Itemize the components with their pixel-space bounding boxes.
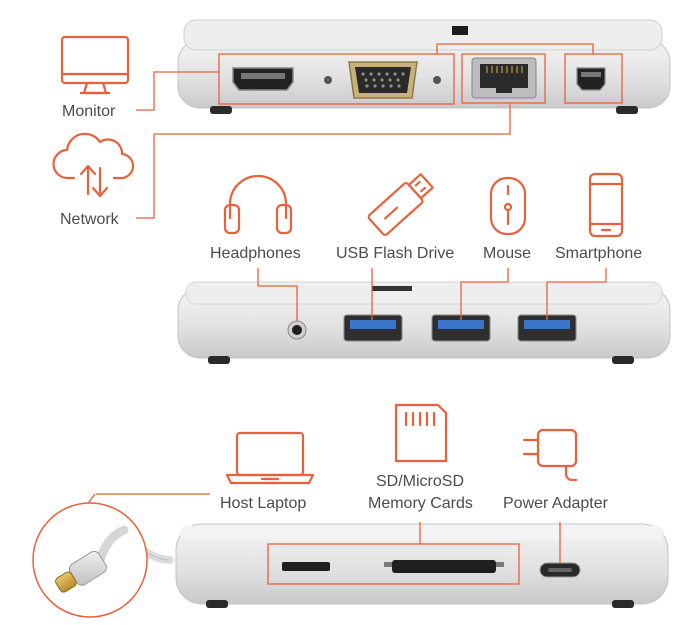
power-adapter-label: Power Adapter — [503, 495, 609, 512]
host-laptop-label: Host Laptop — [220, 495, 306, 512]
network-label: Network — [60, 211, 120, 228]
smartphone-icon — [588, 172, 624, 238]
power-plug-icon — [522, 428, 578, 482]
sd-slot — [384, 560, 504, 573]
mouse-icon — [489, 176, 527, 236]
sd-card-label-line2: Memory Cards — [368, 495, 473, 512]
ethernet-port — [471, 57, 537, 99]
usb-a-port — [343, 314, 403, 342]
sd-slots-highlight — [267, 543, 520, 585]
usb-flash-drive-icon — [367, 173, 434, 236]
vga-port — [348, 61, 418, 99]
network-connector-line — [136, 103, 511, 219]
usb-flash-drive-label: USB Flash Drive — [336, 245, 454, 262]
monitor-bus-line — [436, 43, 594, 54]
screw-hole — [433, 76, 441, 84]
usb-c-power-port — [539, 562, 581, 578]
dock-middle-view — [177, 281, 671, 364]
dock-bottom-view — [175, 523, 669, 608]
monitor-icon — [60, 35, 130, 95]
headphones-icon — [223, 174, 293, 235]
sd-card-icon — [394, 403, 448, 463]
microsd-slot — [282, 562, 330, 571]
dock-top-view — [177, 19, 671, 114]
hdmi-port — [232, 67, 294, 91]
audio-jack — [287, 320, 307, 340]
smartphone-connector-line — [546, 268, 607, 320]
mouse-label: Mouse — [483, 245, 531, 262]
video-ports-highlight — [218, 53, 455, 105]
screw-hole — [324, 76, 332, 84]
laptop-icon — [225, 431, 315, 485]
monitor-label: Monitor — [62, 103, 116, 120]
network-cloud-icon — [52, 132, 135, 198]
usb-c-cable-icon — [32, 502, 174, 618]
sd-card-label-line1: SD/MicroSD — [376, 473, 464, 490]
smartphone-label: Smartphone — [555, 245, 642, 262]
mini-displayport — [576, 67, 606, 91]
headphones-label: Headphones — [210, 245, 301, 262]
monitor-connector-line — [136, 71, 219, 111]
headphones-connector-line — [257, 268, 298, 321]
ethernet-highlight — [461, 53, 546, 104]
mouse-connector-line — [460, 268, 509, 320]
